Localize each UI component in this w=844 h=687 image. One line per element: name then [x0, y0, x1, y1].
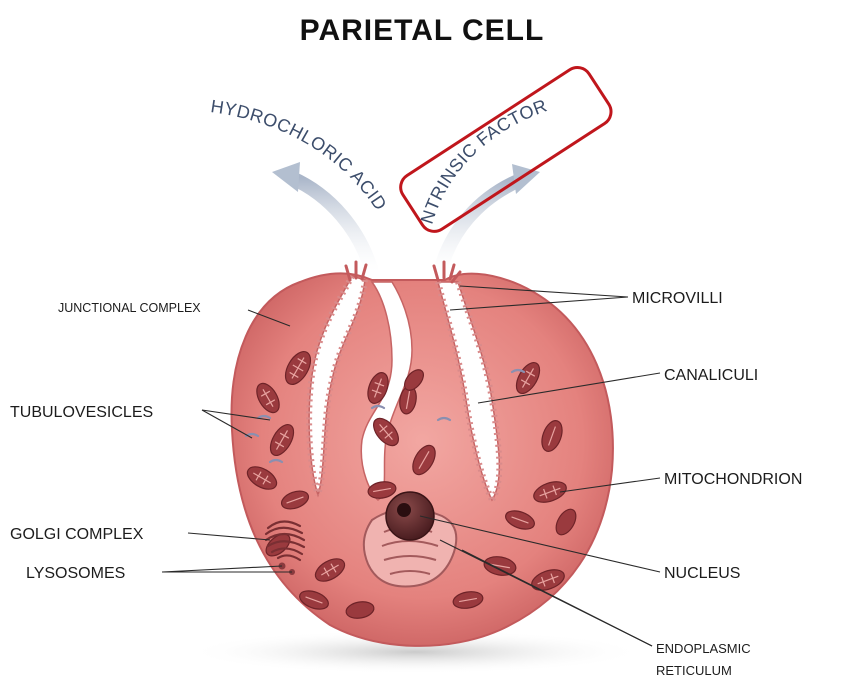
label-canaliculi: CANALICULI: [664, 367, 758, 384]
label-golgi-complex: GOLGI COMPLEX: [10, 526, 144, 543]
label-tubulovesicles: TUBULOVESICLES: [10, 404, 153, 421]
label-endoplasmic: ENDOPLASMIC: [656, 641, 751, 656]
nucleus: [386, 492, 434, 540]
hydrochloric-acid-label: HYDROCHLORIC ACID: [209, 96, 390, 214]
label-microvilli: MICROVILLI: [632, 290, 723, 307]
label-junctional-complex: JUNCTIONAL COMPLEX: [58, 301, 201, 315]
label-reticulum: RETICULUM: [656, 663, 732, 678]
page-title: PARIETAL CELL: [300, 14, 545, 47]
label-lysosomes: LYSOSOMES: [26, 565, 125, 582]
label-mitochondrion: MITOCHONDRION: [664, 471, 802, 488]
label-nucleus: NUCLEUS: [664, 565, 740, 582]
